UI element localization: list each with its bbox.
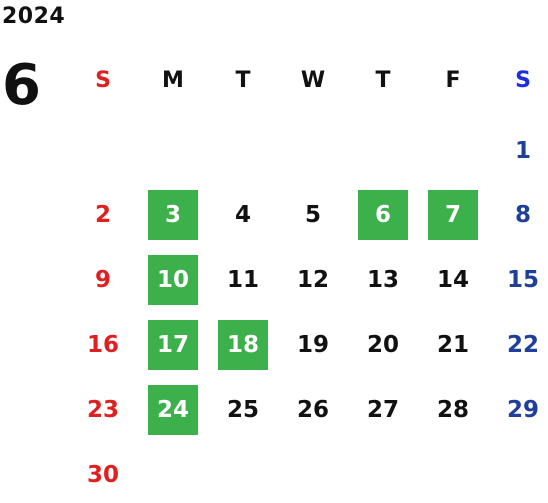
weekday-header-monday: M: [162, 67, 184, 93]
day-cell[interactable]: 9: [94, 267, 111, 293]
day-cell[interactable]: 1: [514, 138, 531, 164]
day-cell[interactable]: 29: [506, 397, 539, 423]
day-cell[interactable]: 4: [234, 202, 251, 228]
highlighted-day-cell[interactable]: 7: [428, 190, 478, 240]
weekday-header-tuesday: T: [235, 67, 251, 93]
day-cell[interactable]: 27: [366, 397, 399, 423]
highlighted-day-cell[interactable]: 24: [148, 385, 198, 435]
day-cell[interactable]: 30: [86, 462, 119, 488]
month-number: 6: [2, 53, 41, 118]
day-cell[interactable]: 16: [86, 332, 119, 358]
day-cell[interactable]: 22: [506, 332, 539, 358]
day-cell[interactable]: 15: [506, 267, 539, 293]
weekday-header-thursday: T: [375, 67, 391, 93]
day-cell[interactable]: 2: [94, 202, 111, 228]
highlighted-day-cell[interactable]: 17: [148, 320, 198, 370]
day-cell[interactable]: 13: [366, 267, 399, 293]
day-cell[interactable]: 5: [304, 202, 321, 228]
day-cell[interactable]: 11: [226, 267, 259, 293]
highlighted-day-cell[interactable]: 10: [148, 255, 198, 305]
day-cell[interactable]: 19: [296, 332, 329, 358]
day-cell[interactable]: 26: [296, 397, 329, 423]
year-label: 2024: [2, 4, 66, 29]
day-cell[interactable]: 12: [296, 267, 329, 293]
day-cell[interactable]: 23: [86, 397, 119, 423]
day-cell[interactable]: 14: [436, 267, 469, 293]
weekday-header-sunday: S: [95, 67, 111, 93]
day-cell[interactable]: 28: [436, 397, 469, 423]
day-cell[interactable]: 20: [366, 332, 399, 358]
day-cell[interactable]: 21: [436, 332, 469, 358]
day-cell[interactable]: 25: [226, 397, 259, 423]
highlighted-day-cell[interactable]: 6: [358, 190, 408, 240]
weekday-header-saturday: S: [515, 67, 531, 93]
highlighted-day-cell[interactable]: 18: [218, 320, 268, 370]
day-cell[interactable]: 8: [514, 202, 531, 228]
highlighted-day-cell[interactable]: 3: [148, 190, 198, 240]
weekday-header-wednesday: W: [300, 67, 326, 93]
weekday-header-friday: F: [445, 67, 461, 93]
